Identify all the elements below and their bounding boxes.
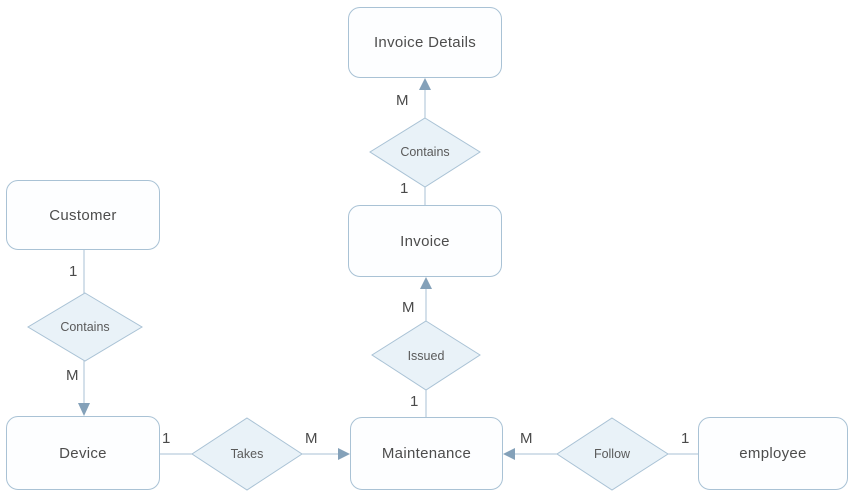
cardinality-device-takes: 1 (162, 430, 171, 447)
cardinality-follow-maintenance: M (520, 430, 533, 447)
cardinality-customer-contains: 1 (69, 263, 78, 280)
arrowhead-right-maintenance (338, 448, 350, 460)
entity-employee-label: employee (739, 445, 807, 462)
arrowhead-left-maintenance (503, 448, 515, 460)
cardinality-maintenance-issued: 1 (410, 393, 419, 410)
relationship-label-contains-invoice-details: Contains (400, 145, 450, 159)
cardinality-employee-follow: 1 (681, 430, 690, 447)
relationship-diamond-issued (371, 320, 481, 391)
cardinality-invoice-contains: 1 (400, 180, 409, 197)
arrowhead-down-device (78, 403, 90, 416)
entity-maintenance-label: Maintenance (381, 445, 472, 462)
cardinality-issued-invoice: M (402, 299, 415, 316)
entity-customer-label: Customer (49, 206, 117, 224)
entity-employee: employee (698, 417, 848, 490)
relationship-diamond-contains-invoice-details (369, 117, 481, 188)
cardinality-contains-device: M (66, 367, 79, 384)
arrowhead-up-invoice (420, 277, 432, 289)
relationship-diamond-takes (191, 417, 303, 491)
cardinality-contains-invoice-details: M (396, 92, 409, 109)
entity-invoice-details: Invoice Details (348, 7, 502, 78)
entity-customer: Customer (6, 180, 160, 250)
entity-maintenance: Maintenance (350, 417, 503, 490)
cardinality-takes-maintenance: M (305, 430, 318, 447)
relationship-label-issued: Issued (407, 349, 445, 363)
entity-device: Device (6, 416, 160, 490)
relationship-diamond-contains-customer-device (27, 292, 143, 362)
entity-invoice-details-label: Invoice Details (373, 34, 477, 51)
relationship-label-follow: Follow (593, 447, 631, 461)
relationship-diamond-follow (556, 417, 669, 491)
entity-invoice: Invoice (348, 205, 502, 277)
arrowhead-up-invoicedetails (419, 78, 431, 90)
entity-invoice-label: Invoice (400, 232, 450, 250)
relationship-label-contains-customer-device: Contains (60, 320, 110, 334)
entity-device-label: Device (59, 444, 107, 462)
relationship-label-takes: Takes (230, 447, 264, 461)
